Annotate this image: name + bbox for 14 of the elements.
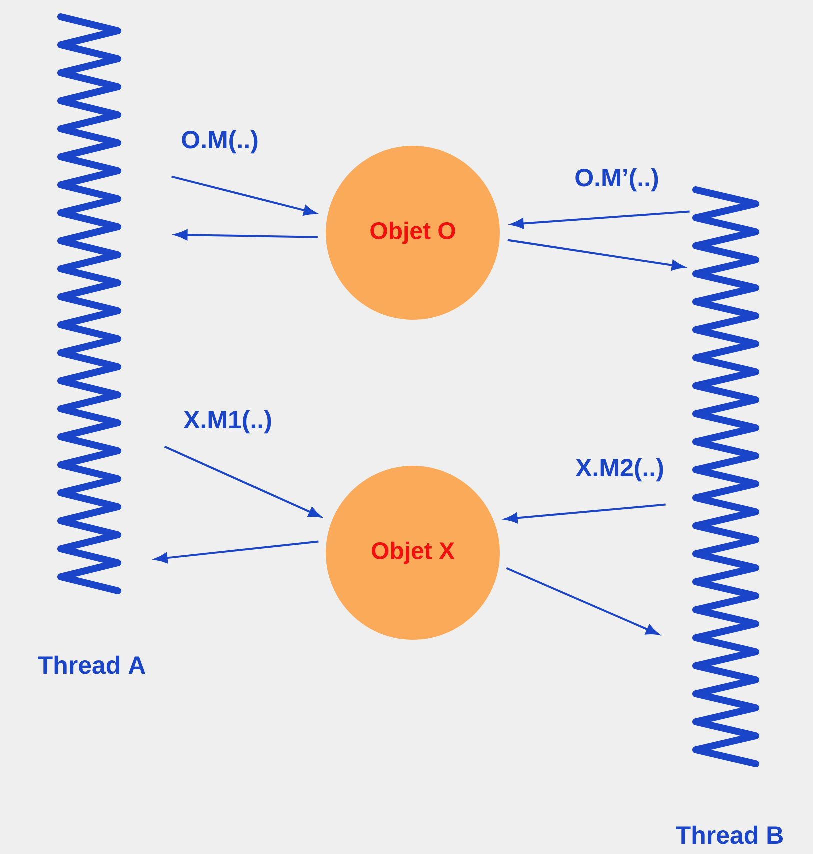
arrow — [504, 504, 666, 524]
method-label: O.M’(..) — [574, 167, 660, 193]
thread-label: Thread B — [676, 826, 784, 844]
arrow — [510, 210, 690, 230]
method-label: O.M(..) — [180, 129, 260, 155]
arrow — [164, 446, 322, 518]
arrow — [172, 176, 317, 216]
arrow — [154, 540, 319, 564]
arrow — [174, 230, 318, 240]
method-label: X.M2(..) — [574, 457, 666, 483]
arrow — [508, 239, 685, 271]
method-label: X.M1(..) — [182, 409, 274, 435]
thread-label: Thread A — [38, 656, 146, 674]
arrow — [506, 567, 660, 636]
